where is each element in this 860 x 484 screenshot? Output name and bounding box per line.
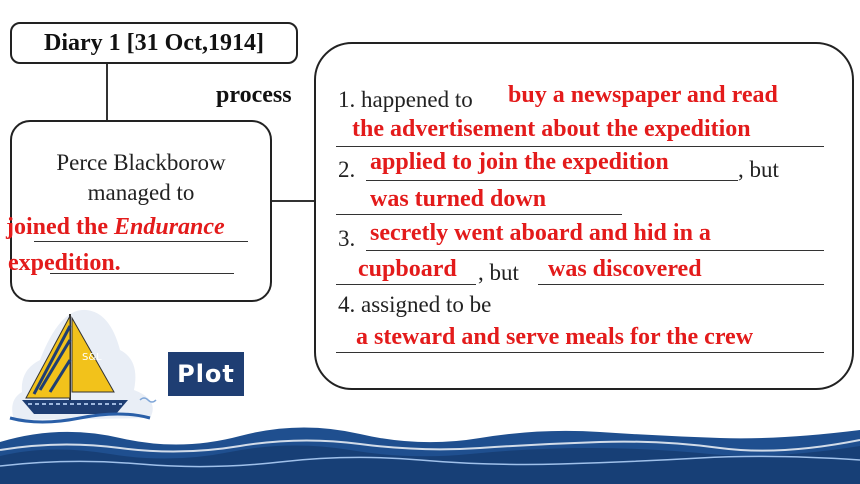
item-3-mid: , but	[478, 260, 519, 285]
item-3-answer-c: was discovered	[548, 256, 702, 282]
wave-decoration	[0, 427, 860, 484]
endurance-italic: Endurance	[114, 214, 225, 240]
left-line-2: managed to	[87, 180, 195, 205]
sailboat-icon: S&L	[9, 309, 157, 424]
left-answer-line-1: joined the Endurance	[6, 214, 225, 240]
item-2-answer-b: was turned down	[370, 186, 547, 212]
connector-vertical	[106, 64, 108, 122]
left-summary-box	[10, 120, 272, 302]
left-blank-line-1	[34, 241, 248, 242]
connector-horizontal	[270, 200, 314, 202]
item-2-answer-a: applied to join the expedition	[370, 149, 669, 175]
item-3-answer-b: cupboard	[358, 256, 457, 282]
diary-title: Diary 1 [31 Oct,1914]	[44, 29, 264, 56]
item-1-prefix: 1. happened to	[338, 87, 473, 112]
left-answer-line-2: expedition.	[8, 250, 121, 276]
item-3-blank-line-a	[366, 250, 824, 251]
diary-title-box: Diary 1 [31 Oct,1914]	[10, 22, 298, 64]
item-2-prefix: 2.	[338, 157, 356, 182]
item-1-answer-a: buy a newspaper and read	[508, 82, 778, 108]
item-4-prefix: 4. assigned to be	[338, 292, 492, 317]
item-3-blank-line-b	[336, 284, 476, 285]
item-2-mid: , but	[738, 157, 779, 182]
sail-letters: S&L	[82, 352, 102, 363]
item-4-answer: a steward and serve meals for the crew	[356, 324, 754, 350]
left-line-1: Perce Blackborow	[56, 150, 226, 175]
item-3-prefix: 3.	[338, 226, 356, 251]
left-summary-text: Perce Blackborow managed to	[12, 148, 270, 208]
item-3-blank-line-c	[538, 284, 824, 285]
plot-label: Plot	[168, 352, 244, 396]
item-4-blank-line	[336, 352, 824, 353]
item-3-answer-a: secretly went aboard and hid in a	[370, 220, 711, 246]
left-blank-line-2	[50, 273, 234, 274]
process-label: process	[216, 82, 292, 108]
process-box	[314, 42, 854, 390]
item-2-blank-line-a	[366, 180, 738, 181]
item-2-blank-line-b	[336, 214, 622, 215]
item-1-answer-b: the advertisement about the expedition	[352, 116, 751, 142]
item-1-blank-line	[336, 146, 824, 147]
